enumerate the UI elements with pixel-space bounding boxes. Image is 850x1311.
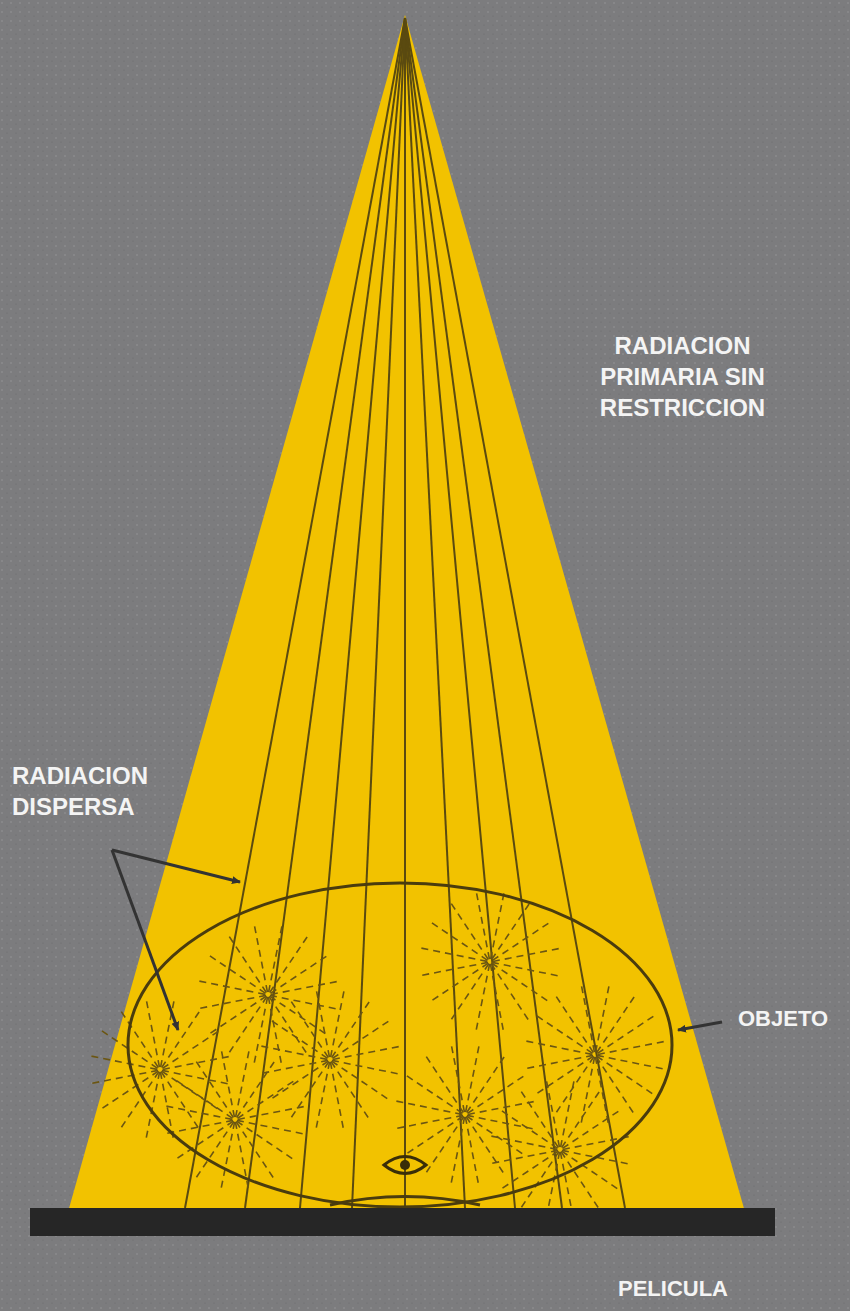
object-outline bbox=[128, 883, 672, 1207]
scatter-ray bbox=[291, 1002, 369, 1118]
primary-ray bbox=[404, 18, 406, 1208]
scatter-ray bbox=[146, 1001, 174, 1138]
scatter-ray bbox=[407, 1076, 524, 1153]
scatter-ray bbox=[166, 1106, 303, 1134]
scatter-ray bbox=[229, 937, 307, 1053]
scatter-ray bbox=[396, 1101, 533, 1129]
primary-ray bbox=[405, 18, 465, 1208]
scatter-ray bbox=[102, 1031, 218, 1109]
scatter-ray bbox=[396, 1102, 533, 1129]
scatter-ray bbox=[254, 926, 282, 1063]
film-label: PELICULA bbox=[618, 1275, 818, 1304]
scatter-ray bbox=[521, 1092, 599, 1208]
beam-label: RADIACION PRIMARIA SIN RESTRICCION bbox=[575, 330, 790, 424]
scatter-ray bbox=[291, 1002, 368, 1119]
primary-ray bbox=[300, 18, 405, 1208]
scatter-ray bbox=[451, 904, 528, 1021]
leader-line bbox=[678, 1022, 722, 1030]
film bbox=[30, 1208, 775, 1236]
scatter-ray bbox=[452, 1046, 479, 1183]
primary-ray bbox=[405, 18, 515, 1208]
scatter-ray bbox=[477, 893, 504, 1030]
scatter-ray bbox=[199, 981, 336, 1009]
scatter-ray bbox=[102, 1031, 219, 1108]
scatter-ray bbox=[426, 1057, 504, 1173]
primary-beam bbox=[68, 15, 745, 1212]
scatter-ray bbox=[210, 956, 327, 1033]
scatter-ray bbox=[582, 986, 609, 1123]
scatter-ray bbox=[91, 1056, 228, 1084]
scatter-ray bbox=[121, 1012, 198, 1129]
primary-ray bbox=[245, 18, 405, 1208]
object-label: OBJETO bbox=[738, 1005, 843, 1034]
primary-ray bbox=[185, 18, 405, 1208]
scatter-ray bbox=[316, 991, 344, 1128]
scatter-ray bbox=[451, 1046, 479, 1183]
scatter-ray bbox=[91, 1057, 228, 1084]
primary-ray bbox=[352, 18, 405, 1208]
scatter-ray bbox=[526, 1042, 663, 1069]
scatter-ray bbox=[426, 1057, 503, 1174]
scatter-ray bbox=[147, 1001, 174, 1138]
leader-line bbox=[112, 850, 240, 882]
scatter-ray bbox=[546, 1081, 574, 1218]
leader-line bbox=[112, 850, 178, 1030]
scatter-rays bbox=[91, 893, 663, 1218]
scatter-ray bbox=[581, 986, 609, 1123]
scatter-ray bbox=[210, 956, 326, 1034]
scatter-ray bbox=[556, 997, 633, 1114]
scatter-ray bbox=[432, 923, 548, 1001]
scatter-ray bbox=[537, 1016, 654, 1093]
scatter-ray bbox=[556, 997, 634, 1113]
scatter-ray bbox=[521, 1092, 598, 1209]
primary-ray bbox=[405, 18, 562, 1208]
scatter-ray bbox=[421, 948, 558, 976]
scatter-ray bbox=[451, 904, 529, 1020]
scatter-ray bbox=[421, 949, 558, 976]
scatter-ray bbox=[432, 923, 549, 1000]
scatter-ray bbox=[407, 1076, 523, 1154]
scatter-ray bbox=[255, 926, 282, 1063]
scatter-ray bbox=[272, 1021, 388, 1099]
scatter-ray bbox=[526, 1041, 663, 1069]
primary-rays bbox=[185, 18, 625, 1208]
scatter-ray bbox=[261, 1047, 398, 1074]
scatter-label: RADIACION DISPERSA bbox=[12, 760, 187, 822]
eye-pupil bbox=[400, 1160, 410, 1170]
eye-symbol bbox=[384, 1157, 426, 1174]
scatter-ray bbox=[272, 1021, 389, 1098]
primary-ray bbox=[405, 18, 625, 1208]
scatter-ray bbox=[317, 991, 344, 1128]
scatter-ray bbox=[547, 1081, 574, 1218]
scatter-ray bbox=[166, 1107, 303, 1134]
scatter-ray bbox=[261, 1046, 398, 1074]
scatter-ray bbox=[199, 982, 336, 1009]
object-bump bbox=[330, 1197, 480, 1206]
scatter-ray bbox=[476, 893, 504, 1030]
scatter-ray bbox=[537, 1016, 653, 1094]
